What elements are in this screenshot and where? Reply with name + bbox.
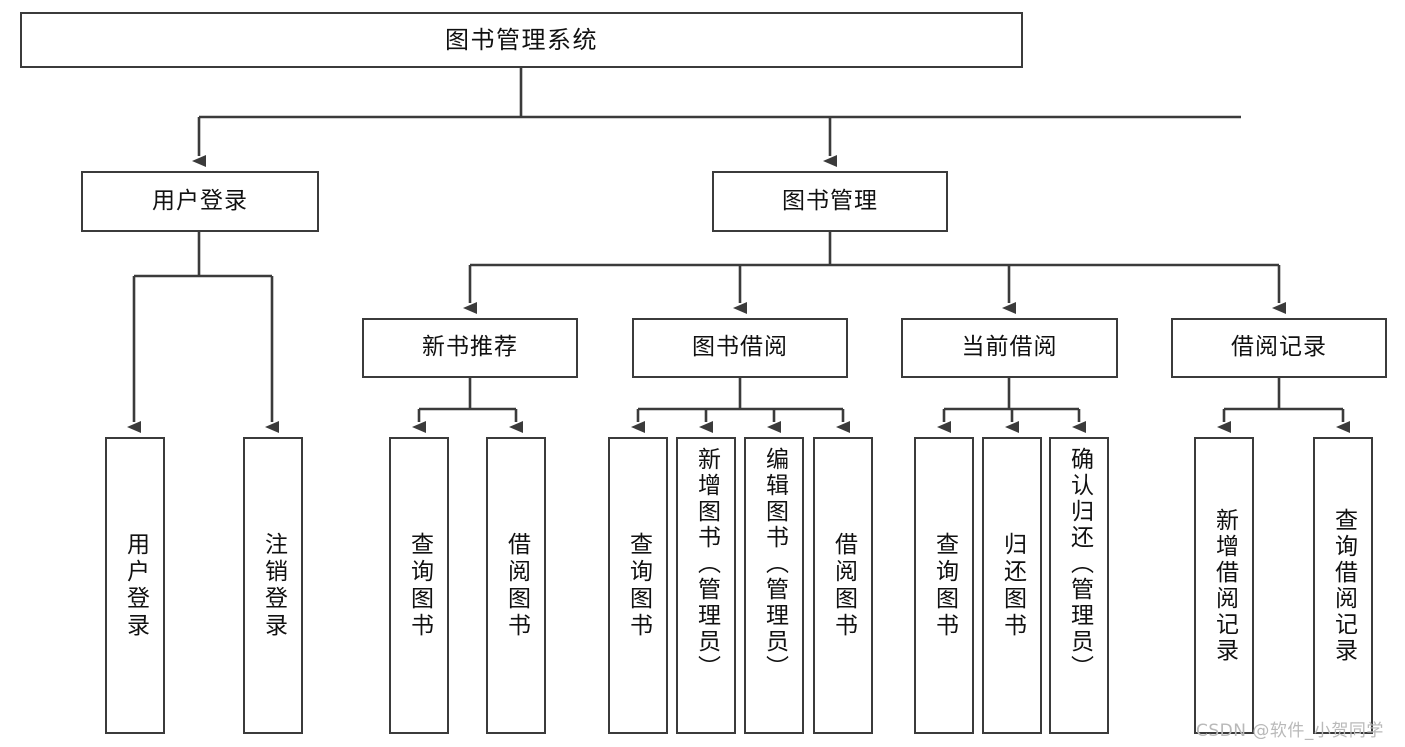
node-leaf-query-record[interactable]: 查询借阅记录 xyxy=(1313,437,1373,734)
node-new-book-rec[interactable]: 新书推荐 xyxy=(362,318,578,378)
node-leaf-query-book-borrow-label: 查询图书 xyxy=(625,531,652,640)
node-root[interactable]: 图书管理系统 xyxy=(20,12,1023,68)
node-leaf-query-book-rec-label: 查询图书 xyxy=(406,531,433,640)
node-leaf-user-login-label: 用户登录 xyxy=(122,531,149,640)
node-current-borrow[interactable]: 当前借阅 xyxy=(901,318,1118,378)
node-new-book-rec-label: 新书推荐 xyxy=(422,334,518,361)
node-borrow-record[interactable]: 借阅记录 xyxy=(1171,318,1387,378)
node-book-manage-label: 图书管理 xyxy=(782,187,878,214)
node-book-manage[interactable]: 图书管理 xyxy=(712,171,948,232)
node-leaf-add-record-label: 新增借阅记录 xyxy=(1211,507,1238,664)
node-book-borrow-label: 图书借阅 xyxy=(692,334,788,361)
node-leaf-confirm-return-label: 确认归还（管理员） xyxy=(1066,447,1093,681)
node-leaf-user-login[interactable]: 用户登录 xyxy=(105,437,165,734)
node-root-label: 图书管理系统 xyxy=(445,25,598,54)
node-leaf-add-book[interactable]: 新增图书（管理员） xyxy=(676,437,736,734)
node-leaf-query-record-label: 查询借阅记录 xyxy=(1330,507,1357,664)
node-book-borrow[interactable]: 图书借阅 xyxy=(632,318,848,378)
node-leaf-borrow-book[interactable]: 借阅图书 xyxy=(813,437,873,734)
csdn-watermark: CSDN @软件_小贺同学 xyxy=(1196,721,1384,741)
node-leaf-edit-book[interactable]: 编辑图书（管理员） xyxy=(744,437,804,734)
node-leaf-add-record[interactable]: 新增借阅记录 xyxy=(1194,437,1254,734)
node-user-login[interactable]: 用户登录 xyxy=(81,171,319,232)
node-leaf-logout-login-label: 注销登录 xyxy=(260,531,287,640)
node-leaf-query-book-current[interactable]: 查询图书 xyxy=(914,437,974,734)
node-leaf-borrow-book-rec-label: 借阅图书 xyxy=(503,531,530,640)
node-borrow-record-label: 借阅记录 xyxy=(1231,334,1327,361)
node-leaf-borrow-book-label: 借阅图书 xyxy=(830,531,857,640)
node-leaf-query-book-rec[interactable]: 查询图书 xyxy=(389,437,449,734)
node-leaf-logout-login[interactable]: 注销登录 xyxy=(243,437,303,734)
node-leaf-return-book-label: 归还图书 xyxy=(999,531,1026,640)
node-leaf-borrow-book-rec[interactable]: 借阅图书 xyxy=(486,437,546,734)
node-leaf-query-book-borrow[interactable]: 查询图书 xyxy=(608,437,668,734)
node-leaf-confirm-return[interactable]: 确认归还（管理员） xyxy=(1049,437,1109,734)
node-current-borrow-label: 当前借阅 xyxy=(961,334,1058,361)
node-leaf-query-book-current-label: 查询图书 xyxy=(931,531,958,640)
node-user-login-label: 用户登录 xyxy=(152,187,248,214)
node-leaf-return-book[interactable]: 归还图书 xyxy=(982,437,1042,734)
node-leaf-add-book-label: 新增图书（管理员） xyxy=(693,447,720,681)
node-leaf-edit-book-label: 编辑图书（管理员） xyxy=(761,447,788,681)
